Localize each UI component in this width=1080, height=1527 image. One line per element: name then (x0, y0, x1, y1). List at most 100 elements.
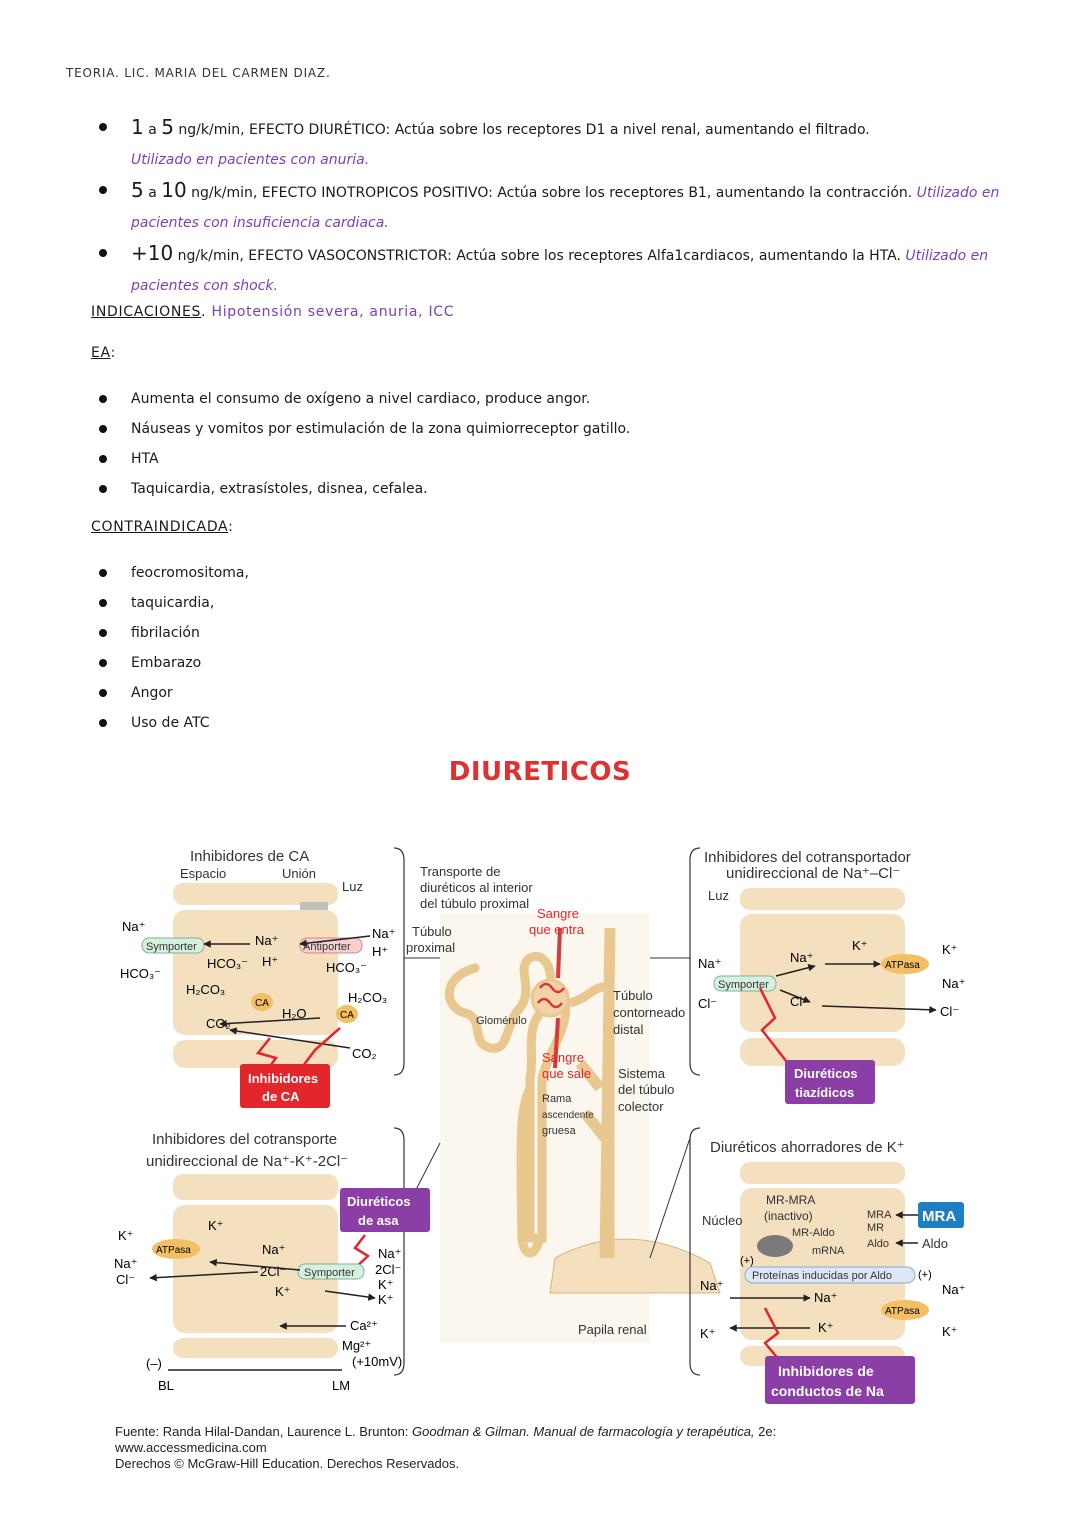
list-item: Aumenta el consumo de oxígeno a nivel ca… (96, 384, 630, 414)
dose-item: 5 a 10 ng/k/min, EFECTO INOTROPICOS POSI… (96, 175, 1021, 238)
mra-small-label: MRA (867, 1209, 892, 1221)
ion-label: K⁺ (378, 1277, 394, 1292)
sangre-sale-label: Sangre (542, 1050, 584, 1065)
drug-box-ca (240, 1064, 330, 1108)
cell-shape (173, 1205, 338, 1333)
list-item: Uso de ATC (96, 708, 249, 738)
ion-label: Mg²⁺ (342, 1338, 371, 1353)
dose-use: Utilizado en pacientes con shock. (131, 248, 989, 294)
dose-effects-list: 1 a 5 ng/k/min, EFECTO DIURÉTICO: Actúa … (96, 112, 1021, 301)
sangre-sale-label: que sale (542, 1066, 591, 1081)
bl-label: BL (158, 1378, 174, 1393)
proximal-tubule (444, 952, 571, 1243)
loop-panel: Inhibidores del cotransporte unidireccio… (114, 1127, 430, 1393)
k-sparing-panel: Diuréticos ahorradores de K⁺ Núcleo MR-M… (689, 1127, 965, 1404)
drug-box-loop (340, 1188, 430, 1232)
afferent-vessel (556, 927, 562, 979)
dose-sep: a (148, 122, 157, 138)
source-book: Goodman & Gilman. Manual de farmacología… (412, 1424, 755, 1439)
contorneado-label: contorneado (613, 1005, 685, 1020)
ion-label: H₂O (282, 1006, 307, 1021)
cell-shape (173, 1040, 338, 1068)
cell-shape (740, 914, 905, 1032)
ion-label: H₂CO₃ (348, 990, 387, 1005)
loop-of-henle (516, 1085, 545, 1258)
contraindicada-heading: CONTRAINDICADA: (91, 519, 234, 535)
ion-label: Na⁺ (378, 1246, 401, 1261)
cell-shape (740, 1038, 905, 1066)
dose-use: Utilizado en pacientes con insuficiencia… (131, 185, 1000, 231)
ion-label: H₂CO₃ (186, 982, 225, 997)
k-sparing-title: Diuréticos ahorradores de K⁺ (710, 1139, 905, 1156)
cell-shape (173, 1174, 338, 1200)
mrna-label: mRNA (812, 1245, 845, 1257)
indicaciones-text: Hipotensión severa, anuria, ICC (206, 304, 455, 320)
collecting-duct (575, 927, 616, 1259)
ion-label: Na⁺ (790, 950, 813, 965)
symporter-label: Symporter (146, 941, 197, 953)
lm-label: LM (332, 1378, 350, 1393)
potential-label: (–) (146, 1356, 162, 1371)
nucleo-label: Núcleo (702, 1213, 742, 1228)
ion-label: HCO₃⁻ (207, 956, 248, 971)
mr-mra-label: MR-MRA (766, 1193, 815, 1207)
luz-label: Luz (708, 888, 729, 903)
dose-value: +10 (131, 241, 174, 265)
sangre-entra-label: Sangre (537, 906, 579, 921)
ion-label: K⁺ (942, 1324, 958, 1339)
drug-label: Diuréticos (347, 1194, 411, 1209)
drug-box-na-channel (765, 1356, 915, 1404)
list-item: taquicardia, (96, 588, 249, 618)
mra-box-label: MRA (922, 1208, 956, 1225)
drug-label: conductos de Na (771, 1383, 884, 1399)
transport-text: diuréticos al interior (420, 880, 533, 895)
transport-text: del túbulo proximal (420, 896, 529, 911)
drug-box-thiazide (785, 1060, 875, 1104)
inactivo-label: (inactivo) (764, 1209, 813, 1223)
proteins-bar (744, 1266, 916, 1284)
aldo-small-label: Aldo (867, 1238, 889, 1250)
dose-text: ng/k/min, EFECTO VASOCONSTRICTOR: Actúa … (173, 248, 901, 264)
tubulo-label: proximal (406, 940, 455, 955)
list-item: Angor (96, 678, 249, 708)
ion-label: K⁺ (118, 1228, 134, 1243)
papila-label: Papila renal (578, 1322, 647, 1337)
ion-label: K⁺ (818, 1320, 834, 1335)
ea-heading: EA: (91, 345, 116, 361)
document-header: TEORIA. LIC. MARIA DEL CARMEN DIAZ. (66, 66, 331, 80)
sistema-label: del túbulo (618, 1082, 674, 1097)
ca-inhibitors-panel: Inhibidores de CA Espacio intersticial U… (120, 847, 405, 1108)
ion-label: K⁺ (700, 1326, 716, 1341)
source-edition: 2e: (754, 1424, 777, 1439)
potential-label: (+10mV) (352, 1354, 402, 1369)
loop-title: Inhibidores del cotransporte (152, 1131, 337, 1148)
dose-item: 1 a 5 ng/k/min, EFECTO DIURÉTICO: Actúa … (96, 112, 1021, 175)
atpase-shape (881, 1300, 929, 1320)
drug-label: Inhibidores de (778, 1363, 874, 1379)
ca-enzyme (251, 993, 273, 1011)
ion-label: Na⁺ (942, 976, 965, 991)
rama-label: Rama (542, 1093, 572, 1105)
thiazide-title: Inhibidores del cotransportador (704, 849, 911, 866)
source-url[interactable]: www.accessmedicina.com (115, 1440, 267, 1455)
indicaciones-line: INDICACIONES. Hipotensión severa, anuria… (91, 304, 455, 320)
ion-label: H⁺ (372, 944, 388, 959)
dose-value: 1 (131, 115, 144, 139)
luz-label: Luz (342, 879, 363, 894)
drug-label: Inhibidores (248, 1071, 318, 1086)
ion-label: K⁺ (275, 1284, 291, 1299)
ion-label: H⁺ (262, 954, 278, 969)
source-authors: Fuente: Randa Hilal-Dandan, Laurence L. … (115, 1424, 413, 1439)
contorneado-label: distal (613, 1022, 643, 1037)
dose-text: ng/k/min, EFECTO INOTROPICOS POSITIVO: A… (186, 185, 913, 201)
contraindicada-label: CONTRAINDICADA (91, 519, 229, 535)
list-item: fibrilación (96, 618, 249, 648)
ion-label: Cl⁻ (940, 1004, 959, 1019)
mr-small-label: MR (867, 1222, 884, 1234)
ion-label: Cl⁻ (790, 994, 809, 1009)
symporter-label: Symporter (304, 1267, 355, 1279)
cell-shape (740, 1188, 905, 1340)
cell-shape (173, 883, 338, 905)
ca-enzyme-label: CA (340, 1010, 354, 1021)
source-citation: Fuente: Randa Hilal-Dandan, Laurence L. … (115, 1424, 776, 1472)
